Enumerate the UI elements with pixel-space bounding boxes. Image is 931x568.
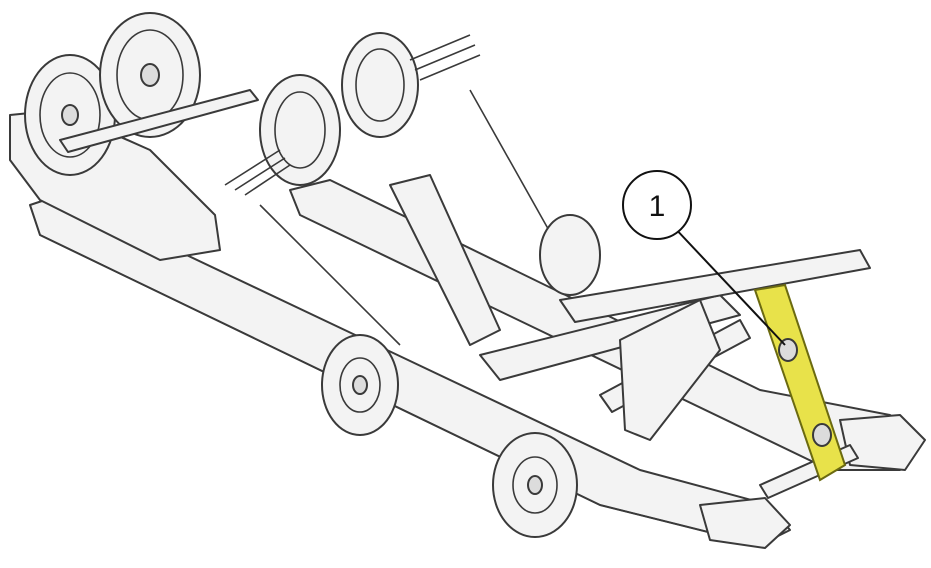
right-rail-tip [839, 414, 926, 471]
front-shock [619, 299, 721, 441]
callout-1: 1 [622, 170, 786, 346]
torsion-spring-left [224, 74, 341, 196]
center-shock-absorber [389, 174, 501, 346]
spring-arm-left [259, 204, 401, 346]
callout-leader-line [671, 224, 786, 346]
front-arm-lower [559, 249, 871, 323]
callout-number: 1 [649, 190, 666, 223]
torsion-spring-right [341, 32, 481, 138]
left-rail-tip [699, 497, 791, 549]
spring-arm-right [469, 89, 561, 251]
rear-wheel-right [99, 12, 201, 138]
mid-wheel-left [321, 334, 399, 436]
callout-circle [622, 170, 692, 240]
mid-wheel-right [539, 214, 601, 296]
front-wheel [492, 432, 578, 538]
rear-axle [59, 89, 259, 153]
